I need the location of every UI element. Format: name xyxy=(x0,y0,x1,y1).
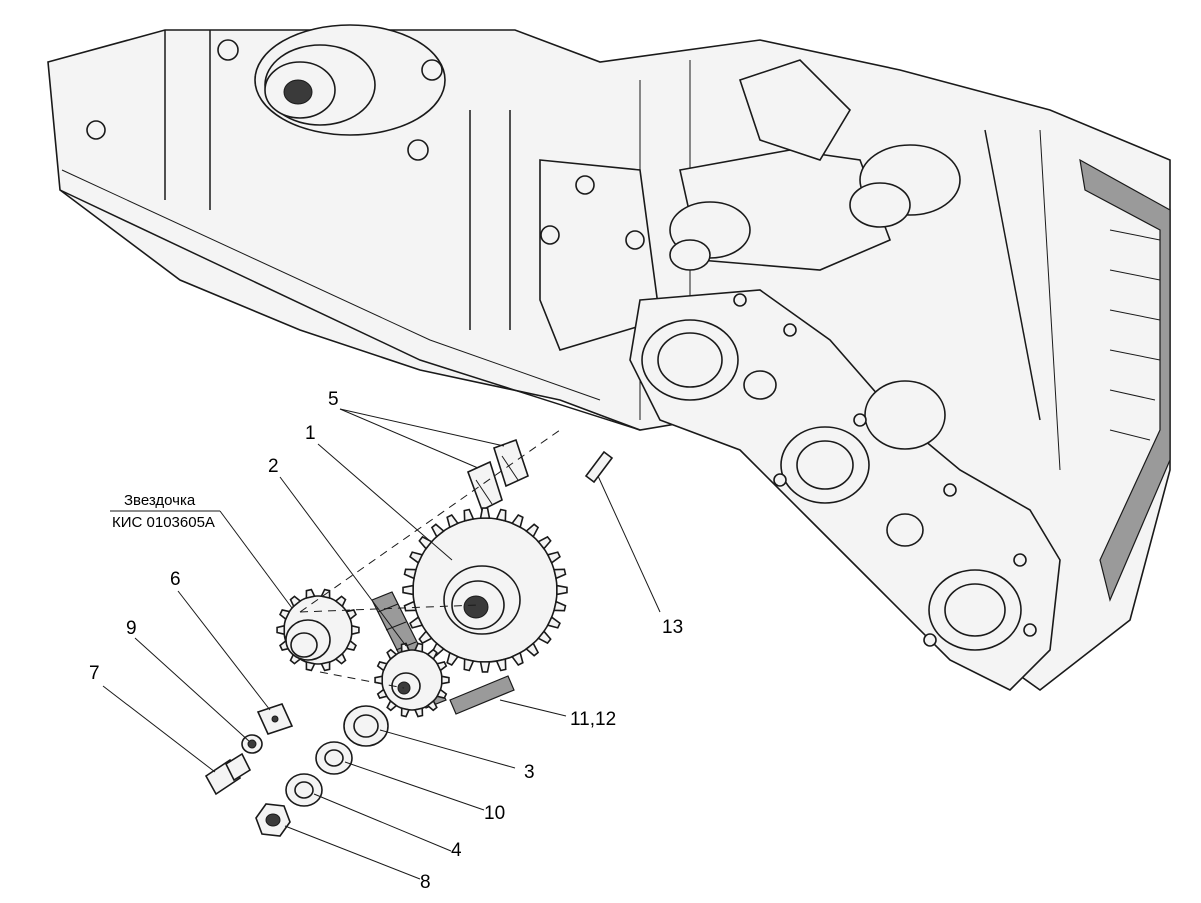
sprocket-tooth xyxy=(446,514,460,529)
part-3-washer xyxy=(343,705,389,747)
sprocket-tooth xyxy=(334,652,347,665)
sprocket-tooth xyxy=(376,660,388,672)
part-10-washer xyxy=(315,741,353,775)
sprocket-tooth xyxy=(320,660,331,672)
sprocket-tooth xyxy=(546,551,561,565)
callout-8: 8 xyxy=(420,872,431,893)
part-1-large-sprocket xyxy=(402,507,568,673)
sprocket-tooth xyxy=(426,648,438,661)
sprocket-tooth xyxy=(350,624,360,636)
sprocket-tooth xyxy=(409,615,424,629)
sprocket-tooth xyxy=(305,660,316,672)
sprocket-tooth xyxy=(479,661,491,673)
sprocket-note-code: КИС 0103605А xyxy=(112,514,215,531)
sprocket-tooth xyxy=(463,508,475,522)
callout-11-12: 11,12 xyxy=(570,709,617,730)
sprocket-tooth xyxy=(440,675,450,685)
part-6-plate xyxy=(256,703,294,735)
sprocket-tooth xyxy=(553,568,567,580)
sprocket-tooth xyxy=(495,658,507,672)
callout-7: 7 xyxy=(89,663,100,684)
sprocket-tooth xyxy=(402,584,414,596)
sprocket-tooth xyxy=(436,660,448,672)
sprocket-tooth xyxy=(510,514,524,529)
sprocket-note-title: Звездочка xyxy=(124,492,196,509)
sprocket-tooth xyxy=(525,642,540,657)
sprocket-tooth xyxy=(413,642,424,653)
sprocket-tooth xyxy=(436,688,448,700)
sprocket-tooth xyxy=(403,600,417,612)
sprocket-tooth xyxy=(334,595,347,608)
sprocket-tooth xyxy=(537,535,552,550)
kis-sprocket xyxy=(276,588,360,672)
callout-3: 3 xyxy=(524,762,535,783)
sprocket-tooth xyxy=(418,535,433,550)
sprocket-tooth xyxy=(400,707,411,718)
part-4-washer xyxy=(285,773,323,807)
sprocket-tooth xyxy=(546,615,561,629)
part-7-bolt xyxy=(204,752,252,796)
sprocket-tooth xyxy=(279,609,291,621)
part-5-keys xyxy=(466,438,529,512)
sprocket-tooth xyxy=(345,609,357,621)
sprocket-tooth xyxy=(276,624,286,636)
sprocket-tooth xyxy=(479,507,491,519)
sprocket-tooth xyxy=(510,651,524,666)
sprocket-tooth xyxy=(305,588,316,600)
sprocket-tooth xyxy=(463,658,475,672)
sprocket-tooth xyxy=(537,630,552,645)
sprocket-tooth xyxy=(409,551,424,565)
sprocket-tooth xyxy=(446,651,460,666)
callout-10: 10 xyxy=(484,803,506,824)
gear-case xyxy=(629,289,1061,691)
sprocket-tooth xyxy=(386,648,398,661)
sprocket-tooth xyxy=(400,642,411,653)
sprocket-tooth xyxy=(525,523,540,538)
callout-1: 1 xyxy=(305,423,316,444)
sprocket-tooth xyxy=(413,707,424,718)
sprocket-tooth xyxy=(403,568,417,580)
sprocket-tooth xyxy=(495,508,507,522)
sprocket-tooth xyxy=(430,523,445,538)
callout-9: 9 xyxy=(126,618,137,639)
grille xyxy=(1079,158,1171,602)
sprocket-tooth xyxy=(289,595,302,608)
sprocket-tooth xyxy=(553,600,567,612)
callout-6: 6 xyxy=(170,569,181,590)
sprocket-tooth xyxy=(376,688,388,700)
callout-5: 5 xyxy=(328,389,339,410)
part-2-small-sprocket xyxy=(374,642,450,718)
sprocket-tooth xyxy=(556,584,568,596)
top-bearing xyxy=(86,24,446,161)
sprocket-tooth xyxy=(426,699,438,712)
sprocket-tooth xyxy=(418,630,433,645)
callout-4: 4 xyxy=(451,840,462,861)
callout-2: 2 xyxy=(268,456,279,477)
sprocket-tooth xyxy=(345,639,357,651)
leader-lines xyxy=(102,408,661,880)
assembly-axes xyxy=(299,429,561,689)
part-13-pin xyxy=(584,450,614,484)
callout-13: 13 xyxy=(662,617,684,638)
sprocket-tooth xyxy=(386,699,398,712)
upper-mechanism xyxy=(539,59,961,351)
part-8-nut xyxy=(255,803,291,837)
